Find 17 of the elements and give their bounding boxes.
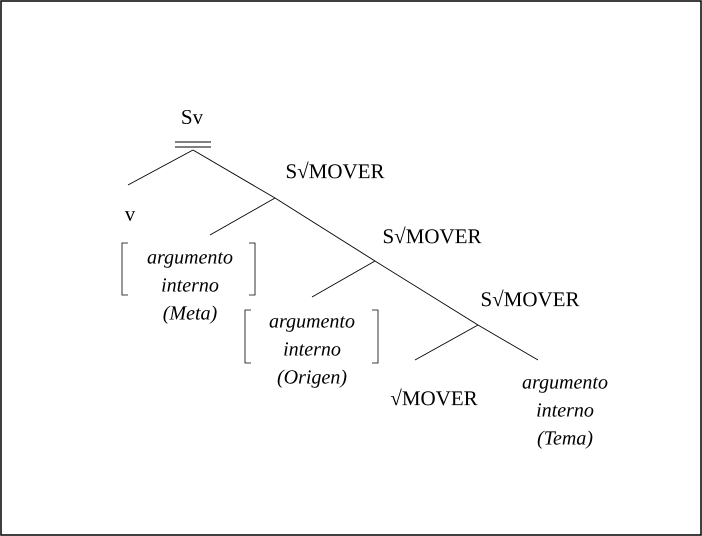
tree-label: √MOVER: [390, 388, 478, 406]
branch-line: [210, 198, 276, 236]
branch-line: [274, 198, 376, 262]
branch-line: [192, 150, 276, 198]
tree-label: S√MOVER: [482, 290, 580, 306]
branch-line: [478, 324, 538, 360]
tree-label: S√MOVER: [384, 226, 482, 244]
tree-label: v: [124, 211, 136, 221]
tree-label: S√MOVER: [286, 162, 384, 178]
branch-line: [312, 260, 376, 298]
argument-label: argumento interno (Meta): [148, 252, 232, 324]
branch-line: [414, 324, 478, 360]
branch-line: [128, 150, 194, 186]
branch-line: [374, 260, 478, 326]
argument-label: argumento interno (Tema): [522, 377, 608, 449]
argument-label: argumento interno (Origen): [270, 316, 354, 388]
tree-label: Sv: [182, 110, 204, 124]
